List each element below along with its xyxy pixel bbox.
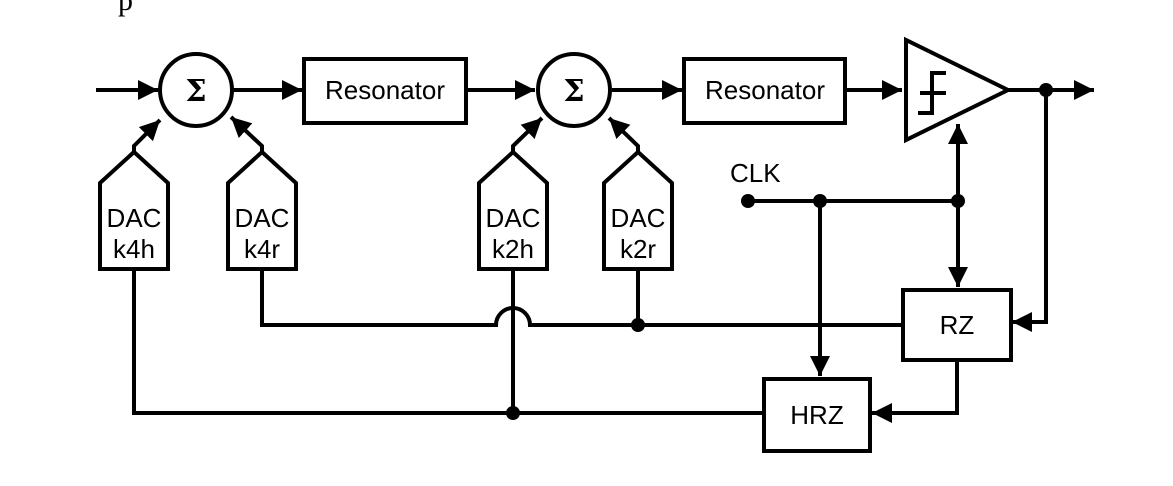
cropped-text-fragment: p xyxy=(118,0,133,17)
wire-rz-hrz xyxy=(872,360,959,423)
rz-feedback-line xyxy=(260,269,903,327)
arrow-k2r-sum2 xyxy=(607,116,640,152)
arrow-k4r-sum1 xyxy=(229,115,264,152)
dac-k2h: DAC k2h xyxy=(477,149,549,271)
hrz-label: HRZ xyxy=(790,400,844,430)
dac-k2r: DAC k2r xyxy=(602,149,674,271)
resonator-1-label: Resonator xyxy=(325,75,445,105)
dac-k2h-line1: DAC xyxy=(486,203,541,233)
summer-1: Σ xyxy=(158,52,234,128)
resonator-1: Resonator xyxy=(302,57,468,125)
dac-k4h: DAC k4h xyxy=(98,149,170,271)
rz-label: RZ xyxy=(940,310,975,340)
dac-k2r-line1: DAC xyxy=(611,203,666,233)
resonator-2-label: Resonator xyxy=(705,75,825,105)
dac-k4h-line2: k4h xyxy=(113,234,155,264)
hrz-block: HRZ xyxy=(762,377,872,453)
dac-k2h-line2: k2h xyxy=(492,234,534,264)
resonator-2: Resonator xyxy=(682,57,847,125)
hrz-feedback-line xyxy=(132,269,764,415)
comparator xyxy=(904,36,1013,144)
arrow-k2h-sum2 xyxy=(511,116,544,152)
summer-2-symbol: Σ xyxy=(563,74,584,109)
summer-1-symbol: Σ xyxy=(185,74,206,109)
dac-k4r: DAC k4r xyxy=(226,149,298,271)
arrow-k4h-sum1 xyxy=(132,118,162,152)
dac-k4r-line2: k4r xyxy=(244,234,280,264)
clk-label: CLK xyxy=(730,158,781,188)
dac-k4h-line1: DAC xyxy=(107,203,162,233)
rz-block: RZ xyxy=(901,288,1013,362)
wire-output-rz xyxy=(1012,90,1048,332)
summer-2: Σ xyxy=(536,52,612,128)
dac-k4r-line1: DAC xyxy=(235,203,290,233)
dac-k2r-line2: k2r xyxy=(620,234,656,264)
